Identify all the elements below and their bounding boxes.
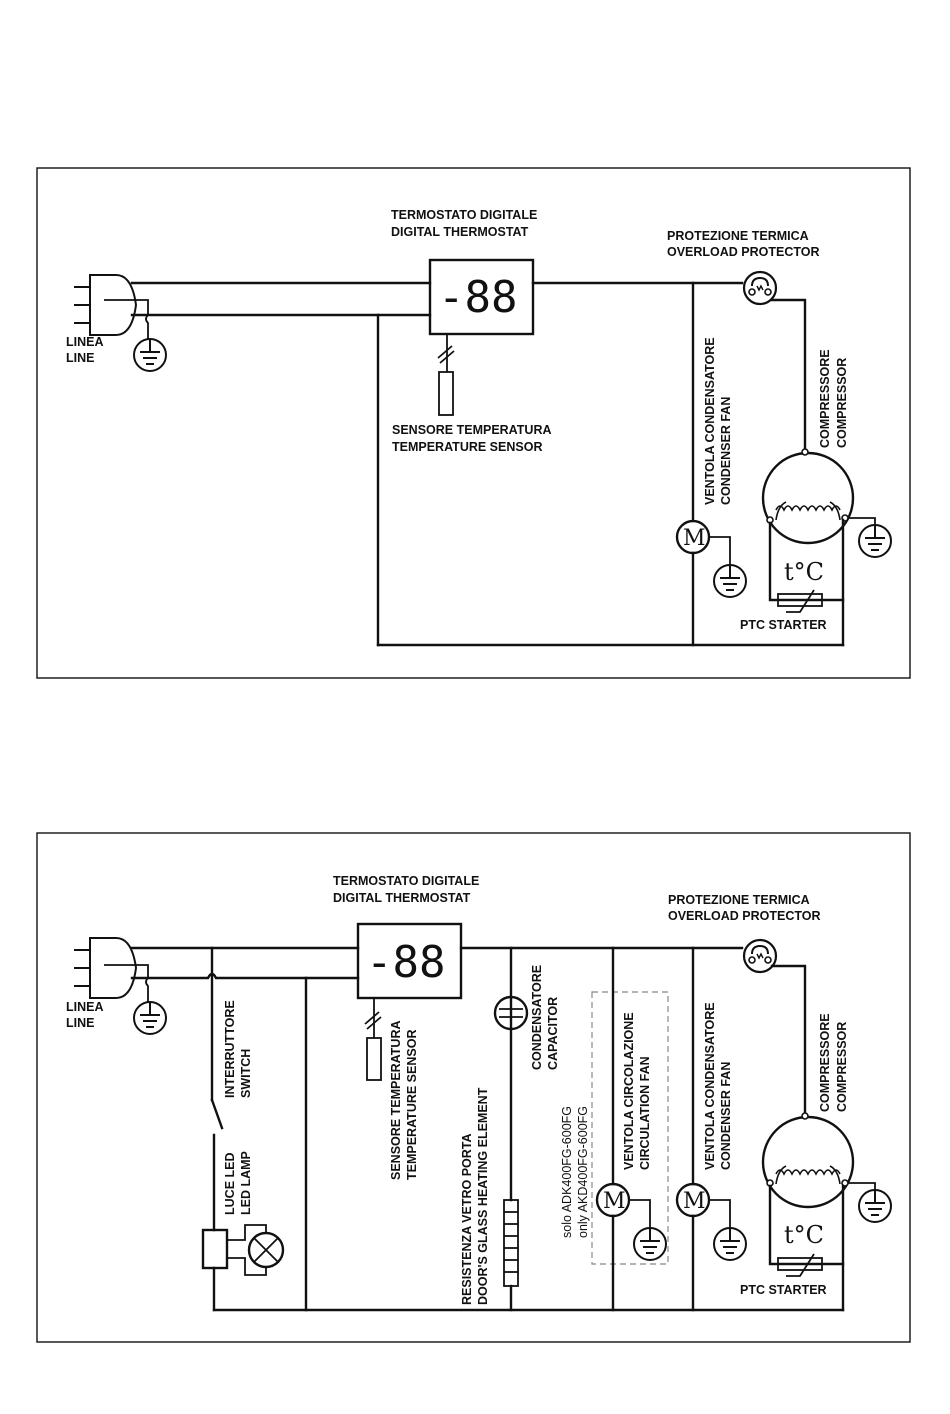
plug-icon <box>73 274 137 336</box>
models-label-1: solo ADK400FG-600FG <box>560 1106 574 1238</box>
plug-icon <box>73 937 137 999</box>
circulation-fan-label-2: CIRCULATION FAN <box>638 1056 652 1170</box>
condenser-fan-label-2: CONDENSER FAN <box>719 1062 733 1170</box>
sensor-hash-2 <box>439 350 455 364</box>
sensor-label-1: SENSORE TEMPERATURA <box>392 423 552 437</box>
led-lamp <box>247 1231 285 1269</box>
compressor-label-1: COMPRESSORE <box>818 1013 832 1112</box>
lamp-cross-2 <box>253 1237 279 1263</box>
ground-icon <box>133 1001 167 1035</box>
overload-label-1: PROTEZIONE TERMICA <box>667 229 809 243</box>
ground-icon <box>858 1189 892 1223</box>
heater-label-1: RESISTENZA VETRO PORTA <box>460 1133 474 1305</box>
compressor-terminal <box>801 1112 809 1120</box>
ptc-slash <box>786 589 815 613</box>
switch-label-1: INTERRUTTORE <box>223 1000 237 1098</box>
thermostat-display: -88 <box>366 937 445 988</box>
thermostat-label-2: DIGITAL THERMOSTAT <box>333 891 471 905</box>
compressor-label-1: COMPRESSORE <box>818 349 832 448</box>
switch-label-2: SWITCH <box>239 1049 253 1098</box>
diagram-1-frame <box>36 167 911 679</box>
wire-overload-compressor <box>770 964 807 1114</box>
motor-letter: M <box>603 1189 626 1214</box>
thermostat-label-1: TERMOSTATO DIGITALE <box>333 874 479 888</box>
motor-letter: M <box>683 526 706 551</box>
sensor-hash-2 <box>366 1016 382 1030</box>
compressor-motor-icon <box>761 1115 855 1209</box>
ptc-starter <box>777 1257 823 1271</box>
overload-label-2: OVERLOAD PROTECTOR <box>667 245 820 259</box>
ptc-label: PTC STARTER <box>740 1283 827 1297</box>
wire-led-top <box>227 1224 267 1241</box>
heater-label-2: DOOR'S GLASS HEATING ELEMENT <box>476 1087 490 1305</box>
ptc-label: PTC STARTER <box>740 618 827 632</box>
wire-compressor-ground <box>848 517 876 525</box>
compressor-motor-icon <box>761 451 855 545</box>
models-label-2: only AKD400FG-600FG <box>576 1106 590 1238</box>
motor-letter: M <box>683 1189 706 1214</box>
sensor-label-2: TEMPERATURE SENSOR <box>392 440 542 454</box>
digital-thermostat <box>356 922 463 1000</box>
thermostat-display: -88 <box>438 272 517 323</box>
wire-led-bottom <box>227 1257 267 1276</box>
circulation-fan-label-1: VENTOLA CIRCOLAZIONE <box>622 1012 636 1170</box>
temperature-symbol: t°C <box>784 558 824 586</box>
sensor-hash-1 <box>364 1011 380 1025</box>
wire-circ-fan-ground <box>629 1199 651 1228</box>
diagram-1: LINEA LINE TERMOSTATO DIGITALE DIGITAL T… <box>36 167 911 679</box>
ground-icon <box>713 564 747 598</box>
ground-icon <box>133 338 167 372</box>
ground-icon <box>858 524 892 558</box>
optional-circulation-fan-box <box>591 991 669 1265</box>
led-driver <box>201 1228 229 1270</box>
led-label-2: LED LAMP <box>239 1151 253 1215</box>
condenser-fan-label-1: VENTOLA CONDENSATORE <box>703 337 717 505</box>
line-label-2: LINE <box>66 351 94 365</box>
sensor-label-2: TEMPERATURE SENSOR <box>405 1030 419 1180</box>
diagram-2: LINEA LINE INTERRUTTORE SWITCH LUCE LED … <box>36 832 911 1343</box>
wire-overload-compressor <box>770 298 807 450</box>
line-label-1: LINEA <box>66 335 104 349</box>
temperature-symbol: t°C <box>784 1221 824 1249</box>
wire-ground <box>104 299 149 340</box>
temperature-sensor <box>438 371 454 416</box>
compressor-terminal <box>801 448 809 456</box>
compressor-label-2: COMPRESSOR <box>835 1022 849 1112</box>
compressor-label-2: COMPRESSOR <box>835 358 849 448</box>
line-label-2: LINE <box>66 1016 94 1030</box>
wire-ground <box>104 964 149 1002</box>
overload-label-1: PROTEZIONE TERMICA <box>668 893 810 907</box>
ptc-slash <box>786 1253 815 1277</box>
wire-ptc-loop <box>768 1184 845 1266</box>
ground-icon <box>713 1227 747 1261</box>
sensor-label-1: SENSORE TEMPERATURA <box>389 1020 403 1180</box>
overload-label-2: OVERLOAD PROTECTOR <box>668 909 821 923</box>
wire-line-neutral <box>130 972 360 980</box>
digital-thermostat <box>428 258 535 336</box>
capacitor-label-1: CONDENSATORE <box>530 965 544 1070</box>
switch-blade <box>210 1098 224 1130</box>
thermostat-label-1: TERMOSTATO DIGITALE <box>391 208 537 222</box>
ptc-starter <box>777 593 823 607</box>
heater-segments <box>504 1211 518 1273</box>
condenser-fan-label-1: VENTOLA CONDENSATORE <box>703 1002 717 1170</box>
led-label-1: LUCE LED <box>223 1153 237 1216</box>
line-label-1: LINEA <box>66 1000 104 1014</box>
capacitor-label-2: CAPACITOR <box>546 997 560 1070</box>
condenser-fan-label-2: CONDENSER FAN <box>719 397 733 505</box>
wire-compressor-ground <box>848 1182 876 1190</box>
wire-fan-ground <box>709 536 731 565</box>
temperature-sensor <box>366 1037 382 1081</box>
thermostat-label-2: DIGITAL THERMOSTAT <box>391 225 529 239</box>
wire-ptc-loop <box>768 518 845 602</box>
diagram-2-frame <box>36 832 911 1343</box>
wire-fan-ground <box>709 1199 731 1228</box>
capacitor <box>493 995 529 1031</box>
sensor-hash-1 <box>437 345 453 359</box>
ground-icon <box>633 1227 667 1261</box>
